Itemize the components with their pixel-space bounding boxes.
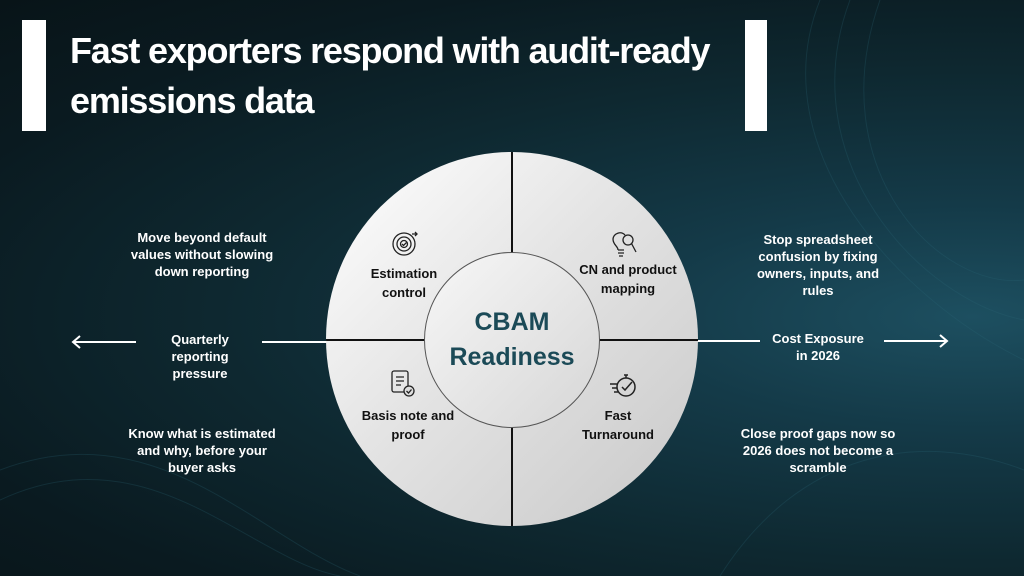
- right-arrow-icon: [884, 334, 949, 348]
- right-top-text: Stop spreadsheet confusion by fixing own…: [756, 232, 880, 298]
- title-right-bar: [745, 20, 767, 131]
- title-left-bar: [22, 20, 46, 131]
- left-top-text: Move beyond default values without slowi…: [130, 230, 274, 279]
- center-title-line1: CBAM: [474, 308, 550, 336]
- readiness-wheel: Estimation control CN and product mappin…: [326, 152, 698, 526]
- gear-target-icon: [392, 231, 418, 256]
- right-connector: [696, 340, 760, 342]
- left-bottom-text: Know what is estimated and why, before y…: [128, 426, 276, 475]
- document-check-icon: [391, 370, 415, 397]
- center-title-line2: Readiness: [449, 343, 575, 371]
- center-hub: CBAM Readiness: [424, 252, 600, 428]
- bulb-magnifier-icon: [612, 232, 637, 257]
- quadrant-label-estimation: Estimation control: [370, 266, 438, 300]
- right-bottom-text: Close proof gaps now so 2026 does not be…: [740, 426, 896, 475]
- quadrant-label-basis-note: Basis note and proof: [361, 408, 455, 442]
- quadrant-label-fast-turnaround: Fast Turnaround: [582, 408, 654, 442]
- left-connector: [262, 341, 328, 343]
- stopwatch-check-icon: [610, 374, 636, 397]
- page-title: Fast exporters respond with audit-ready …: [70, 30, 711, 121]
- quadrant-label-cn-mapping: CN and product mapping: [579, 262, 677, 296]
- left-arrow-icon: [71, 335, 136, 349]
- right-middle-text: Cost Exposure in 2026: [772, 331, 864, 363]
- left-middle-text: Quarterly reporting pressure: [171, 332, 229, 381]
